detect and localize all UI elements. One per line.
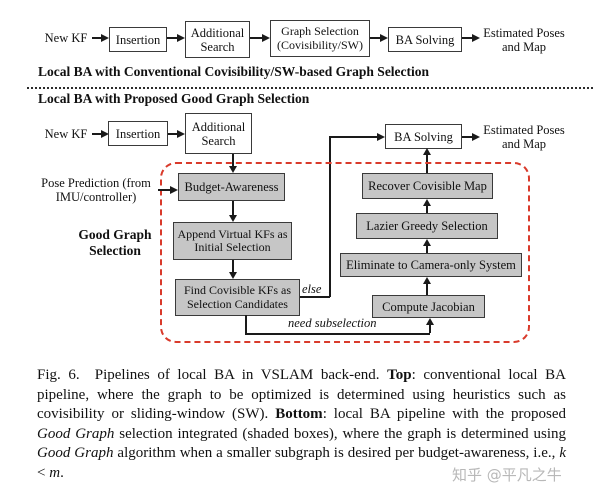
edge-label-else: else <box>302 282 322 296</box>
node-find-covisible-kfs: Find Covisible KFs as Selection Candidat… <box>175 279 300 316</box>
arrow-up-icon <box>425 318 434 325</box>
arrow-right-icon <box>177 34 185 42</box>
arrow-right-icon <box>472 133 480 141</box>
caption-math-k: k <box>559 445 566 462</box>
node-compute-jacobian: Compute Jacobian <box>372 295 485 318</box>
pose-prediction-label: Pose Prediction (from IMU/controller) <box>41 176 151 205</box>
arrow-right-icon <box>262 34 270 42</box>
node-additional-search-top: Additional Search <box>185 21 250 58</box>
connector-line-else <box>300 296 330 298</box>
arrow-right-icon <box>177 130 185 138</box>
connector-line <box>232 201 234 215</box>
connector-line-else <box>329 136 331 297</box>
caption-math-m: m <box>49 464 61 481</box>
dotted-separator <box>27 87 593 89</box>
arrow-up-icon <box>422 148 431 155</box>
zhihu-watermark: 知乎 @平凡之牛 <box>452 466 562 484</box>
arrow-right-icon <box>472 34 480 42</box>
bottom-input-label: New KF <box>44 127 88 141</box>
top-input-label: New KF <box>44 31 88 45</box>
caption-text: algorithm when a smaller subgraph is des… <box>113 445 560 462</box>
header-proposed: Local BA with Proposed Good Graph Select… <box>38 91 310 106</box>
connector-line <box>426 205 428 213</box>
arrow-down-icon <box>228 215 237 222</box>
connector-line-else <box>329 136 377 138</box>
connector-line <box>426 155 428 173</box>
top-output-label: Estimated Poses and Map <box>483 26 565 55</box>
connector-line <box>167 37 177 39</box>
connector-line <box>370 37 380 39</box>
bottom-output-label: Estimated Poses and Map <box>483 123 565 152</box>
caption-good-graph-italic: Good Graph <box>37 445 114 462</box>
arrow-up-icon <box>422 277 431 284</box>
caption-text: < <box>37 464 50 481</box>
caption-text: : conventional local BA pipeline, where … <box>37 367 566 423</box>
connector-line-need-subselection <box>429 325 431 333</box>
caption-text: Fig. 6. Pipelines of local BA in VSLAM b… <box>37 367 388 383</box>
node-budget-awareness: Budget-Awareness <box>178 173 285 201</box>
arrow-right-icon <box>101 130 109 138</box>
node-append-virtual-kfs: Append Virtual KFs as Initial Selection <box>173 222 292 260</box>
edge-label-need-subselection: need subselection <box>288 316 377 330</box>
node-ba-solving-bottom: BA Solving <box>385 124 462 149</box>
connector-line <box>462 136 472 138</box>
good-graph-region-outline <box>160 162 530 343</box>
connector-line-need-subselection <box>245 333 430 335</box>
connector-line <box>250 37 262 39</box>
caption-good-graph-italic: Good Graph <box>37 425 115 442</box>
arrow-right-icon <box>380 34 388 42</box>
connector-line <box>92 133 102 135</box>
arrow-down-icon <box>228 272 237 279</box>
connector-line <box>158 189 170 191</box>
connector-line <box>232 260 234 272</box>
arrow-down-icon <box>228 166 237 173</box>
connector-line <box>426 283 428 295</box>
header-conventional: Local BA with Conventional Covisibility/… <box>38 64 430 79</box>
node-insertion-bottom: Insertion <box>108 121 168 146</box>
node-ba-solving-top: BA Solving <box>388 27 462 52</box>
connector-line <box>92 37 102 39</box>
connector-line <box>462 37 472 39</box>
node-recover-covisible-map: Recover Covisible Map <box>362 173 493 199</box>
caption-bottom-bold: Bottom <box>275 406 323 423</box>
connector-line <box>426 245 428 253</box>
good-graph-selection-label: Good Graph Selection <box>78 227 152 258</box>
caption-text: : local BA pipeline with the proposed <box>322 406 566 423</box>
node-eliminate-camera-only: Eliminate to Camera-only System <box>340 253 522 277</box>
arrow-up-icon <box>422 199 431 206</box>
connector-line <box>232 154 234 166</box>
caption-text: selection integrated (shaded boxes), whe… <box>114 425 566 442</box>
node-lazier-greedy-selection: Lazier Greedy Selection <box>356 213 498 239</box>
node-insertion-top: Insertion <box>109 27 167 52</box>
arrow-right-icon <box>170 186 178 194</box>
node-graph-selection: Graph Selection (Covisibility/SW) <box>270 20 370 57</box>
caption-text: . <box>60 464 64 481</box>
caption-top-bold: Top <box>387 367 412 383</box>
node-additional-search-bottom: Additional Search <box>185 113 252 154</box>
arrow-up-icon <box>422 239 431 246</box>
figure-caption: Fig. 6. Pipelines of local BA in VSLAM b… <box>37 366 566 484</box>
connector-line <box>168 133 177 135</box>
connector-line-need-subselection <box>245 315 247 334</box>
arrow-right-icon <box>377 133 385 141</box>
arrow-right-icon <box>101 34 109 42</box>
